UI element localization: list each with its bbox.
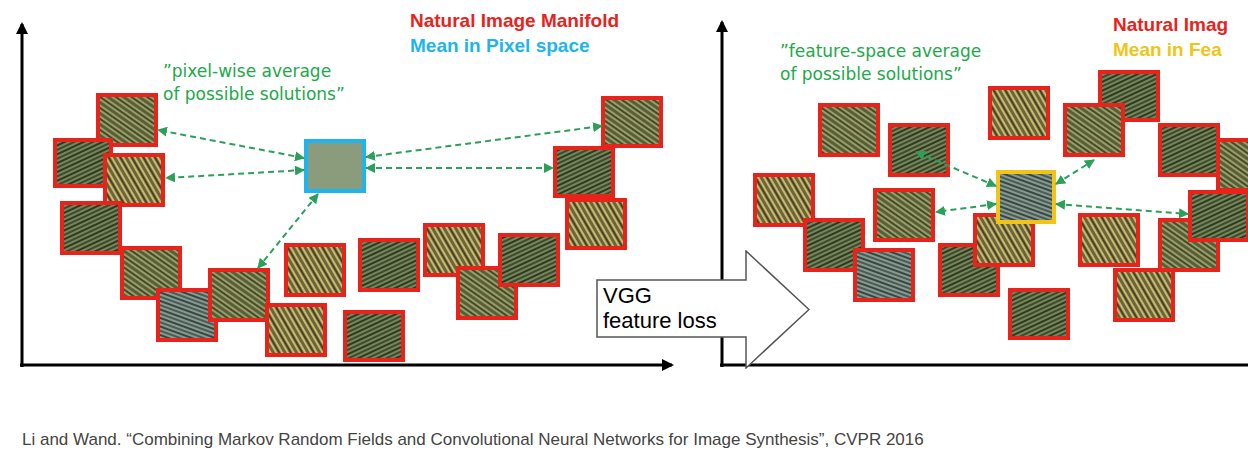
texture-sample bbox=[1080, 215, 1138, 265]
block-arrow: VGG feature loss bbox=[596, 250, 810, 369]
texture-sample bbox=[567, 200, 625, 248]
annotation: ”pixel-wise average of possible solution… bbox=[163, 60, 349, 106]
texture-sample bbox=[1218, 140, 1248, 190]
texture-sample bbox=[990, 88, 1048, 138]
texture-sample bbox=[55, 140, 111, 186]
arrow-label: VGG feature loss bbox=[603, 284, 721, 332]
texture-sample bbox=[555, 148, 613, 196]
annotation: ”feature-space average of possible solut… bbox=[780, 40, 990, 86]
dashed-arrow bbox=[366, 167, 553, 169]
texture-sample bbox=[105, 155, 163, 205]
manifold-title: Natural Image Manifold bbox=[410, 8, 619, 34]
texture-sample bbox=[267, 305, 325, 355]
texture-sample bbox=[158, 290, 216, 340]
texture-sample bbox=[500, 235, 558, 285]
texture-sample bbox=[1065, 105, 1123, 155]
feature-mean-sample bbox=[998, 172, 1054, 222]
x-axis bbox=[20, 364, 672, 367]
y-axis bbox=[21, 24, 24, 367]
texture-sample bbox=[890, 125, 948, 175]
arrow-shape bbox=[597, 251, 809, 368]
texture-sample bbox=[875, 190, 933, 240]
texture-sample bbox=[603, 98, 661, 146]
dashed-arrow bbox=[936, 204, 996, 212]
dashed-arrow bbox=[1056, 160, 1094, 184]
dashed-arrow bbox=[258, 194, 318, 268]
x-axis bbox=[720, 364, 1248, 367]
texture-sample bbox=[210, 270, 268, 320]
texture-sample bbox=[62, 203, 120, 253]
texture-sample bbox=[345, 312, 403, 360]
texture-sample bbox=[755, 175, 813, 225]
texture-sample bbox=[360, 240, 418, 290]
dashed-arrow bbox=[1056, 204, 1188, 214]
manifold-title: Natural Imag bbox=[1113, 12, 1228, 38]
texture-sample bbox=[820, 105, 878, 155]
texture-sample bbox=[1115, 270, 1173, 320]
mean-title: Mean in Pixel space bbox=[410, 33, 590, 59]
dashed-arrow bbox=[166, 170, 304, 178]
texture-sample bbox=[1160, 125, 1218, 175]
texture-sample bbox=[286, 245, 344, 295]
dashed-arrow bbox=[916, 152, 996, 186]
pixel-mean-sample bbox=[306, 141, 364, 191]
texture-sample bbox=[855, 250, 913, 300]
mean-title: Mean in Fea bbox=[1113, 37, 1222, 63]
dashed-arrow bbox=[158, 130, 304, 158]
dashed-arrow bbox=[366, 126, 602, 157]
texture-sample bbox=[1010, 290, 1068, 338]
citation-caption: Li and Wand. “Combining Markov Random Fi… bbox=[22, 430, 1222, 450]
texture-sample bbox=[98, 95, 156, 145]
texture-sample bbox=[1190, 192, 1248, 240]
